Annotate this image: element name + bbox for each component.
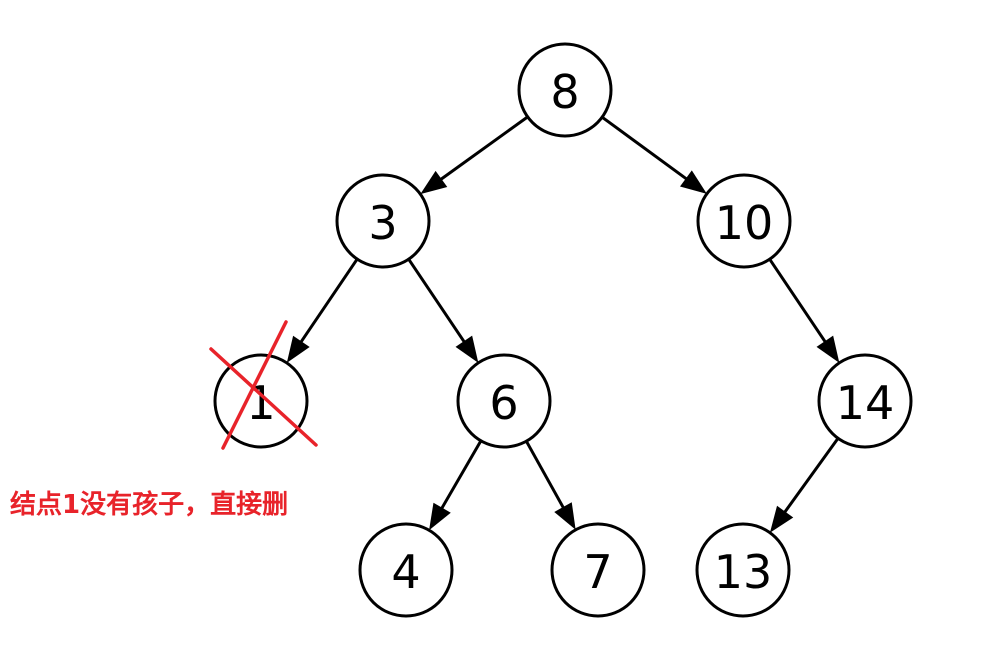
cross-stroke — [221, 320, 288, 450]
node-label: 8 — [550, 65, 579, 119]
node-label: 3 — [368, 196, 397, 250]
node-circle — [335, 173, 431, 269]
deletion-annotation: 结点1没有孩子，直接删 — [10, 490, 289, 520]
edge-line — [525, 440, 566, 510]
tree-node-7: 7 — [550, 522, 646, 618]
edge-n8-n3 — [420, 115, 529, 195]
arrowhead-icon — [679, 170, 707, 194]
arrowhead-icon — [554, 502, 576, 530]
tree-node-6: 6 — [456, 353, 552, 449]
node-circle — [517, 42, 613, 138]
edge-n3-n6 — [407, 258, 479, 363]
node-label: 6 — [489, 376, 518, 430]
nodes-layer: 8 3 10 1 6 14 4 7 13 — [213, 42, 913, 618]
arrowhead-icon — [420, 170, 448, 195]
tree-node-4: 4 — [358, 522, 454, 618]
tree-node-14: 14 — [817, 353, 913, 449]
arrowhead-icon — [429, 502, 451, 531]
edge-n14-n13 — [769, 437, 840, 533]
arrowhead-icon — [816, 335, 840, 363]
edge-line — [438, 115, 529, 182]
tree-node-13: 13 — [695, 522, 791, 618]
deletion-cross-mark — [209, 320, 318, 450]
node-label: 7 — [583, 545, 612, 599]
arrowhead-icon — [769, 505, 794, 533]
node-circle — [695, 522, 791, 618]
node-label: 14 — [836, 376, 895, 430]
node-circle — [213, 353, 309, 449]
node-circle — [550, 522, 646, 618]
tree-node-8: 8 — [517, 42, 613, 138]
arrowhead-icon — [286, 335, 310, 363]
edge-line — [439, 440, 483, 511]
node-label: 10 — [715, 196, 774, 250]
node-label: 13 — [714, 545, 773, 599]
tree-node-1: 1 — [213, 353, 309, 449]
edge-line — [782, 437, 840, 515]
node-circle — [696, 173, 792, 269]
edge-n8-n10 — [601, 115, 707, 194]
edge-n6-n7 — [525, 440, 576, 530]
tree-node-3: 3 — [335, 173, 431, 269]
tree-node-10: 10 — [696, 173, 792, 269]
edges-layer — [286, 115, 840, 533]
edge-line — [768, 258, 828, 344]
edge-line — [299, 258, 359, 344]
cross-stroke — [209, 347, 318, 447]
node-circle — [358, 522, 454, 618]
edge-line — [407, 258, 467, 344]
arrowhead-icon — [455, 335, 479, 363]
node-label: 4 — [391, 545, 420, 599]
edge-n3-n1 — [286, 258, 359, 363]
node-circle — [456, 353, 552, 449]
node-circle — [817, 353, 913, 449]
edge-n6-n4 — [429, 440, 483, 531]
edge-n10-n14 — [768, 258, 840, 363]
edge-line — [601, 115, 689, 181]
